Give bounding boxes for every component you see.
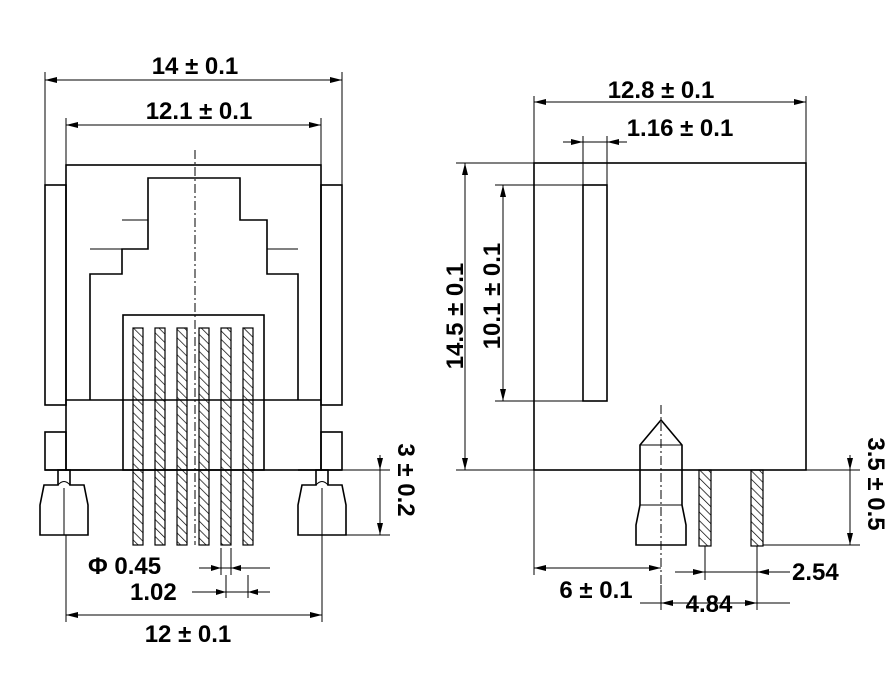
dim-leg-height: 3 ± 0.2 [392,443,419,516]
side-pin-1 [698,469,712,547]
dim-depth: 12.8 ± 0.1 [608,77,715,104]
contact-pin [154,327,166,546]
right-mounting-post [297,469,347,536]
dim-height: 14.5 ± 0.1 [442,263,469,370]
contact-pin [176,327,188,546]
dim-overall-width: 14 ± 0.1 [152,53,239,80]
left-mounting-post [39,469,89,536]
front-housing-outline [65,164,322,471]
contact-pins [132,327,254,546]
dim-inner-height: 10.1 ± 0.1 [479,243,506,350]
dim-pin-length: 3.5 ± 0.5 [862,437,889,530]
dim-inner-width: 12.1 ± 0.1 [146,98,253,125]
front-view: 14 ± 0.1 12.1 ± 0.1 3 ± 0.2 Φ 0.45 1.02 [39,53,419,648]
contact-pin [132,327,144,546]
dim-post-offset: 6 ± 0.1 [559,577,632,604]
dim-pin-pitch: 1.02 [130,579,177,606]
side-pin-2 [750,469,764,547]
plug-opening [89,177,299,400]
dim-pin-span: 12 ± 0.1 [145,621,232,648]
right-flange [320,184,343,406]
dim-pin-offset-1: 2.54 [792,559,839,586]
side-housing-outline [533,162,807,471]
dim-pin-offset-2: 4.84 [686,591,733,618]
side-mounting-post [635,405,687,585]
left-flange [44,184,67,406]
contact-pin [198,327,210,546]
front-wall [582,184,608,402]
contact-pin [242,327,254,546]
contact-pin [220,327,232,546]
contact-window [122,314,265,471]
dim-pin-diameter: Φ 0.45 [88,553,161,580]
side-view: 12.8 ± 0.1 1.16 ± 0.1 14.5 ± 0.1 10.1 ± … [442,77,889,618]
dim-wall-thickness: 1.16 ± 0.1 [627,115,734,142]
